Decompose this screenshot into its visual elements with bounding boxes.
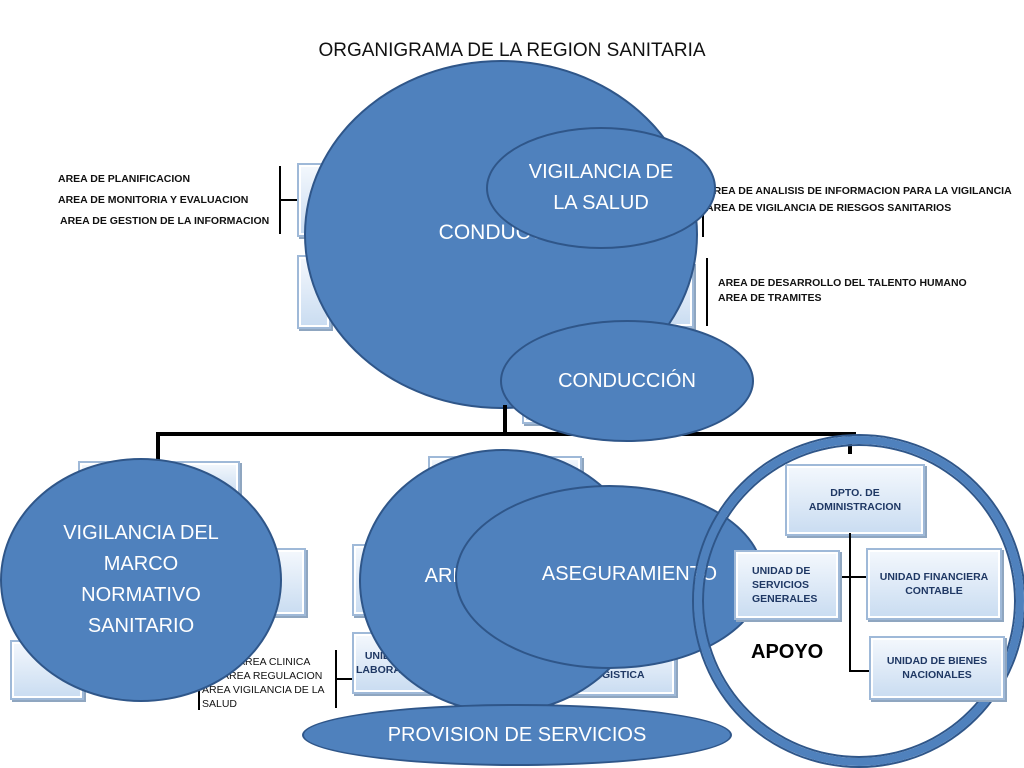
planning-area-list: AREA DE PLANIFICACION AREA DE MONITORIA … (58, 169, 269, 232)
ellipse-label: VIGILANCIA DE LA SALUD (528, 161, 674, 214)
area-item: AREA DE VIGILANCIA DE RIESGOS SANITARIOS (706, 202, 952, 214)
hr-area-list: AREA DE DESARROLLO DEL TALENTO HUMANO AR… (718, 276, 967, 306)
org-connector (156, 432, 160, 464)
clinical-area-list: AREA CLINICA AREA REGULACION AREA VIGILA… (202, 655, 332, 711)
box-label: DPTO. DE ADMINISTRACION (808, 487, 902, 513)
bracket-right-mid (706, 258, 708, 326)
service-provision-ellipse: PROVISION DE SERVICIOS (302, 704, 732, 766)
ellipse-label: PROVISION DE SERVICIOS (387, 723, 647, 746)
org-connector (503, 405, 507, 435)
general-services-box[interactable]: UNIDAD DE SERVICIOS GENERALES (734, 550, 840, 620)
note-item: AREA CLINICA (238, 656, 311, 668)
area-item: AREA DE MONITORIA Y EVALUACION (58, 194, 249, 206)
support-ring (694, 436, 1024, 766)
box-label: UNIDAD FINANCIERA CONTABLE (879, 571, 989, 597)
national-assets-box[interactable]: UNIDAD DE BIENES NACIONALES (869, 636, 1005, 700)
connector (849, 670, 869, 672)
ellipse-label: CONDUCCIÓN (558, 369, 696, 392)
area-item: AREA DE DESARROLLO DEL TALENTO HUMANO (718, 277, 967, 289)
ellipse-label: VIGILANCIA DEL MARCO NORMATIVO SANITARIO (63, 522, 219, 637)
area-item: AREA DE TRAMITES (718, 292, 822, 304)
area-item: AREA DE PLANIFICACION (58, 173, 191, 185)
financial-unit-box[interactable]: UNIDAD FINANCIERA CONTABLE (866, 548, 1002, 620)
connector (849, 533, 851, 671)
connector (335, 678, 353, 680)
box-label: UNIDAD DE SERVICIOS GENERALES (752, 565, 818, 605)
area-item: AREA DE GESTION DE LA INFORMACION (60, 215, 270, 227)
diagram-title: ORGANIGRAMA DE LA REGION SANITARIA (318, 40, 706, 61)
regulatory-framework-ellipse: VIGILANCIA DEL MARCO NORMATIVO SANITARIO (0, 458, 282, 702)
health-surveillance-ellipse: VIGILANCIA DE LA SALUD (486, 127, 716, 249)
vigilance-area-list: AREA DE ANALISIS DE INFORMACION PARA LA … (706, 183, 1012, 217)
ellipse-label: ASEGURAMIENTO (541, 562, 718, 585)
note-item: AREA REGULACION (222, 670, 323, 682)
note-item: AREA VIGILANCIA DE LA SALUD (202, 684, 324, 710)
support-label: APOYO (751, 641, 824, 663)
connector (279, 199, 299, 201)
area-item: AREA DE ANALISIS DE INFORMACION PARA LA … (706, 185, 1012, 197)
conduction-small-ellipse: CONDUCCIÓN (500, 320, 754, 442)
box-label: UNIDAD DE BIENES NACIONALES (886, 655, 988, 681)
admin-dept-box[interactable]: DPTO. DE ADMINISTRACION (785, 464, 925, 536)
connector (833, 576, 867, 578)
